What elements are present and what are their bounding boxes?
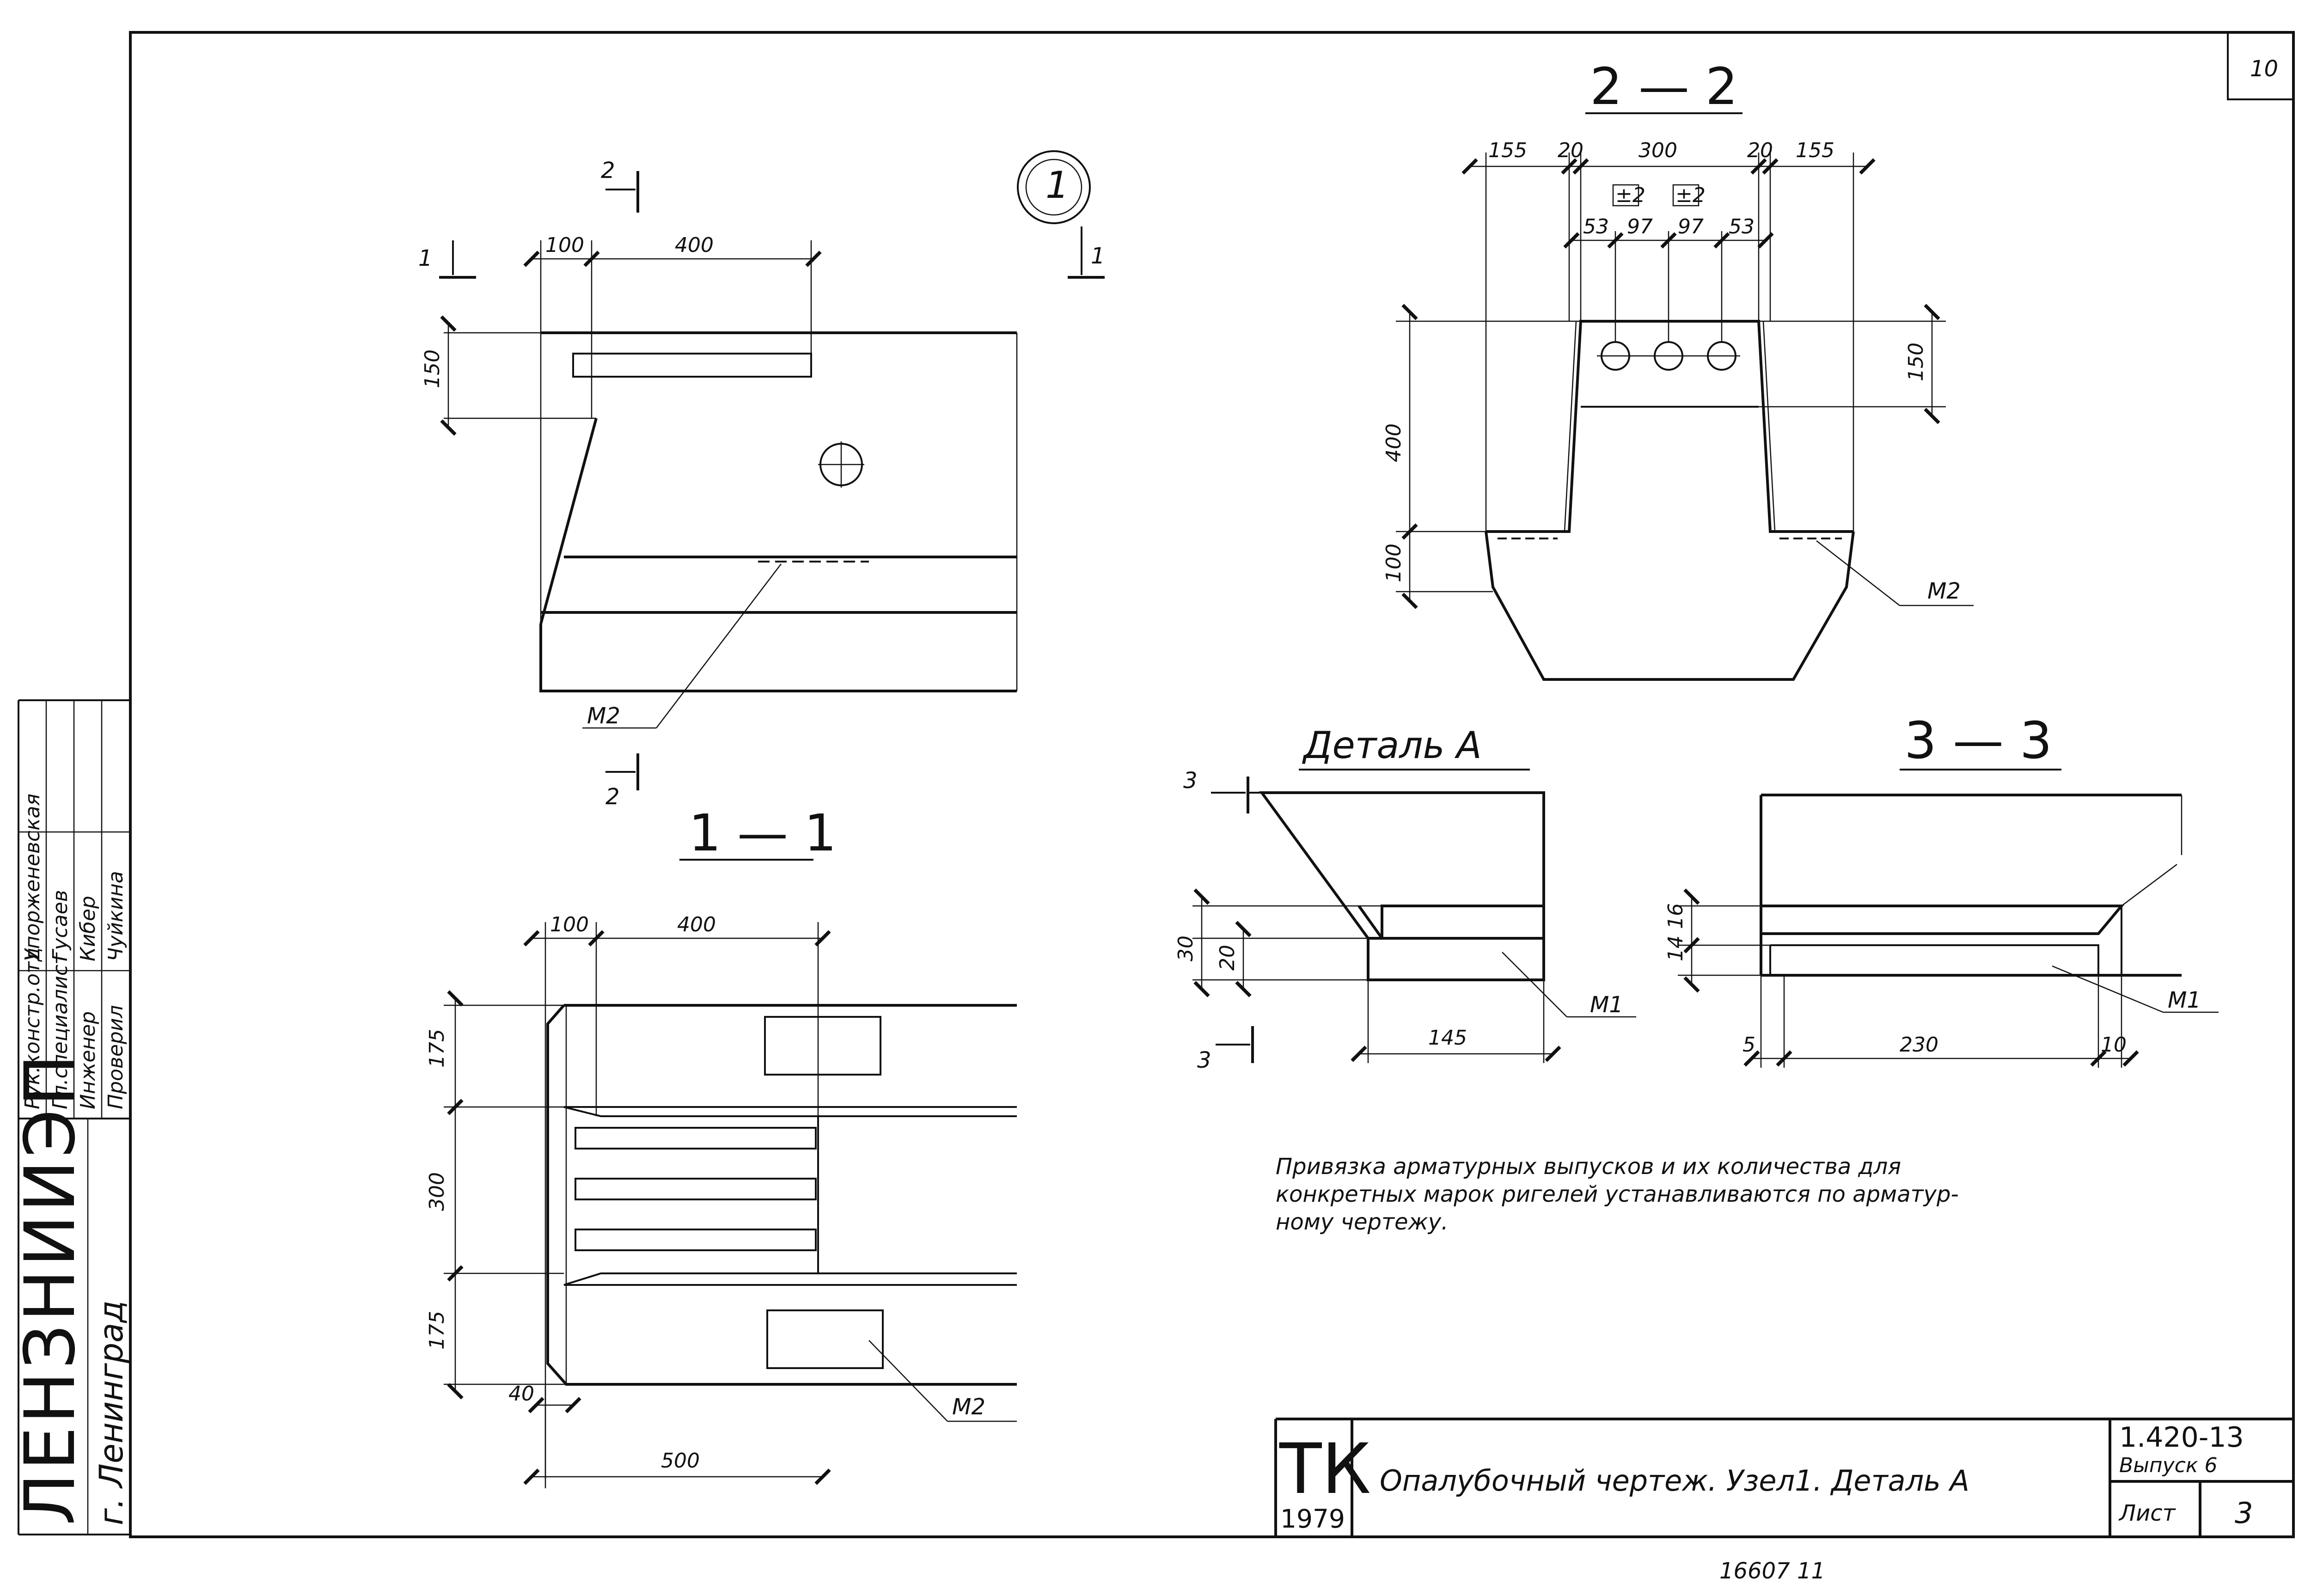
sec22-dim-20-left: 20 <box>1558 139 1583 162</box>
note-line-3: ному чертежу. <box>1276 1209 1448 1235</box>
detail-a-section-mark-bottom: 3 <box>1197 1047 1211 1073</box>
sec33-embed-label: M1 <box>2168 987 2201 1013</box>
sec22-tol-2: ±2 <box>1675 183 1706 207</box>
sec22-dim-53-left: 53 <box>1583 215 1609 238</box>
stamp-city: г. Ленинград <box>92 1300 130 1525</box>
sec11-embed-label: M2 <box>952 1394 985 1420</box>
sec11-dim-40: 40 <box>508 1382 534 1406</box>
sec11-dim-175-bottom: 175 <box>425 1311 449 1350</box>
sec22-dim-155-left: 155 <box>1488 139 1527 162</box>
sec22-dim-300: 300 <box>1638 139 1677 162</box>
sheet-frame <box>129 31 2295 1538</box>
note: Привязка арматурных выпусков и их количе… <box>1276 1154 1959 1235</box>
stamp-role-2: Гл.специалист <box>49 952 72 1109</box>
detail-a-title: Деталь А <box>1302 724 1482 767</box>
node-section-2-bottom: 2 <box>605 784 620 810</box>
stamp-name-2: Гусаев <box>49 890 72 961</box>
section-1-1-title: 1 — 1 <box>689 803 837 862</box>
node-view <box>439 150 1105 790</box>
title-text: Опалубочный чертеж. Узел1. Деталь А <box>1380 1464 1969 1498</box>
section-3-3-title: 3 — 3 <box>1904 711 2052 770</box>
section-3-3-view <box>1678 794 2219 1068</box>
note-line-1: Привязка арматурных выпусков и их количе… <box>1276 1154 1901 1180</box>
section-2-2-title: 2 — 2 <box>1590 57 1738 116</box>
detail-a-dim-145: 145 <box>1428 1026 1467 1050</box>
note-line-2: конкретных марок ригелей устанавливаются… <box>1276 1181 1959 1207</box>
sec11-dim-300: 300 <box>425 1172 449 1211</box>
node-embed-label: M2 <box>587 703 620 729</box>
node-section-2-top: 2 <box>601 158 615 183</box>
sec33-dim-5: 5 <box>1742 1033 1755 1057</box>
stamp-name-3: Кибер <box>76 896 100 961</box>
sec22-dim-400: 400 <box>1382 423 1406 462</box>
stamp-role-3: Инженер <box>76 1011 100 1109</box>
sec22-dim-97-right: 97 <box>1678 215 1704 238</box>
archive-number: 16607 11 <box>1719 1558 1825 1584</box>
section-2-2-view <box>1396 153 1974 681</box>
sec22-dim-20-right: 20 <box>1747 139 1773 162</box>
sec11-dim-175-top: 175 <box>425 1029 449 1068</box>
title-logo: ТК <box>1279 1429 1371 1510</box>
sec33-dim-10: 10 <box>2101 1033 2127 1057</box>
section-1-1-view <box>444 922 1017 1488</box>
sec11-dim-400: 400 <box>677 913 716 936</box>
node-mark: 1 <box>1045 164 1069 207</box>
title-sheet-number: 3 <box>2235 1496 2253 1530</box>
stamp-role-4: Проверил <box>104 1005 128 1109</box>
node-dim-100: 100 <box>545 233 584 257</box>
title-year: 1979 <box>1280 1504 1345 1534</box>
title-issue: Выпуск 6 <box>2119 1454 2217 1477</box>
node-dim-400: 400 <box>675 233 714 257</box>
sec22-dim-150: 150 <box>1904 342 1928 381</box>
detail-a-dim-30: 30 <box>1174 936 1198 961</box>
sec22-dim-53-right: 53 <box>1729 215 1755 238</box>
title-series: 1.420-13 <box>2119 1421 2244 1454</box>
node-dim-150: 150 <box>421 349 444 388</box>
sec22-embed-label: M2 <box>1927 578 1961 604</box>
sec11-dim-100: 100 <box>550 913 589 936</box>
sec22-dim-97-left: 97 <box>1627 215 1653 238</box>
title-block <box>1274 1418 2293 1537</box>
detail-a-section-mark-top: 3 <box>1183 768 1198 794</box>
stamp-name-1: Упорженевская <box>21 794 44 961</box>
detail-a-embed-label: M1 <box>1590 992 1623 1018</box>
stamp-role-1: Рук.констр.отд <box>21 948 44 1109</box>
sec11-dim-500: 500 <box>661 1449 700 1473</box>
side-stamp <box>18 699 130 1535</box>
title-sheet-label: Лист <box>2118 1500 2176 1526</box>
stamp-name-4: Чуйкина <box>104 871 128 961</box>
sec33-dim-14: 14 <box>1664 936 1687 961</box>
sec33-dim-230: 230 <box>1900 1033 1938 1057</box>
sec33-dim-16: 16 <box>1664 903 1687 929</box>
page-number: 10 <box>2250 56 2278 82</box>
detail-a-dim-20: 20 <box>1216 945 1239 971</box>
sec22-dim-155-right: 155 <box>1796 139 1834 162</box>
node-section-1-right: 1 <box>1091 243 1105 269</box>
detail-a-view <box>1192 777 1636 1063</box>
node-section-1-left: 1 <box>418 245 433 271</box>
sec22-tol-1: ±2 <box>1615 183 1645 207</box>
side-stamp-text: Рук.констр.отд Упорженевская Гл.специали… <box>10 794 130 1525</box>
sec22-dim-100: 100 <box>1382 544 1406 582</box>
stamp-org: ЛЕНЗНИИЭП <box>10 1052 91 1525</box>
